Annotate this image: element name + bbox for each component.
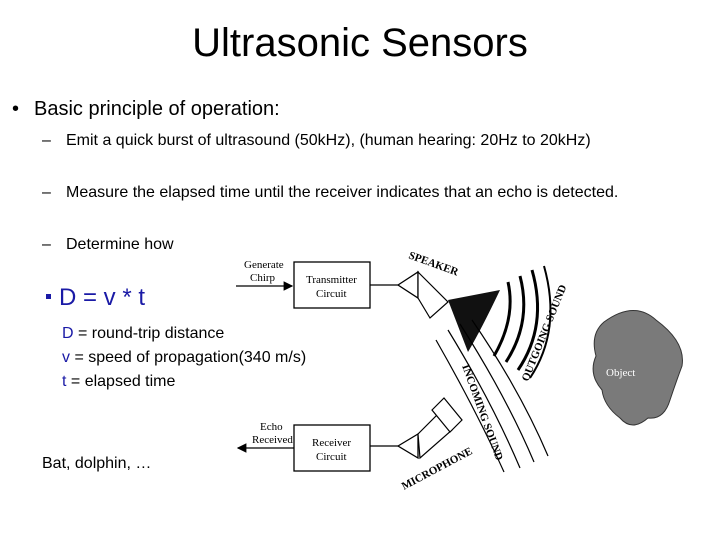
transmitter-circuit-label: Circuit (316, 288, 347, 300)
definition-row: v = speed of propagation(340 m/s) (62, 346, 306, 370)
generate-label: Generate (244, 259, 284, 271)
definition-text: = speed of propagation(340 m/s) (70, 349, 307, 366)
sub-bullet-text: Determine how (66, 236, 174, 253)
formula: D = v * t (46, 283, 145, 313)
incoming-wave (447, 329, 521, 469)
sub-bullet: – Emit a quick burst of ultrasound (50kH… (42, 130, 682, 152)
receiver-circuit-label: Circuit (316, 451, 347, 463)
sub-bullet-text: Measure the elapsed time until the recei… (66, 184, 619, 201)
definition-var: v (62, 349, 70, 366)
transmitter-box (293, 261, 371, 309)
definition-var: D (62, 325, 74, 342)
sub-bullet-marker: – (42, 132, 51, 149)
speaker-driver-icon (396, 270, 419, 300)
sub-bullet: – Determine how (42, 234, 682, 256)
incoming-wave (459, 323, 535, 463)
receiver-box (293, 424, 371, 472)
outgoing-wave (492, 281, 512, 357)
formula-text: D = v * t (59, 284, 146, 311)
incoming-wave (471, 319, 549, 457)
received-label: Received (252, 434, 293, 446)
sub-bullet-marker: – (42, 236, 51, 253)
sub-bullet-marker: – (42, 184, 51, 201)
sub-bullet: – Measure the elapsed time until the rec… (42, 182, 682, 204)
speaker-cone-icon (448, 290, 500, 352)
definitions: D = round-trip distance v = speed of pro… (62, 322, 306, 394)
receiver-label: Receiver (312, 437, 351, 449)
object-label: Object (606, 367, 635, 379)
square-bullet-icon (46, 294, 51, 300)
incoming-wave (435, 339, 505, 473)
main-bullet-text: Basic principle of operation: (34, 98, 280, 120)
transmitter-label: Transmitter (306, 274, 357, 286)
outgoing-label: OUTGOING SOUND (520, 283, 570, 383)
slide-title: Ultrasonic Sensors (192, 21, 528, 65)
echo-label: Echo (260, 421, 283, 433)
outgoing-wave (529, 265, 552, 379)
microphone-driver-icon (396, 432, 419, 460)
definition-text: = elapsed time (66, 373, 176, 390)
definition-var: t (62, 373, 67, 390)
sub-bullet-text: Emit a quick burst of ultrasound (50kHz)… (66, 132, 591, 149)
outgoing-wave (504, 275, 526, 363)
definition-row: D = round-trip distance (62, 322, 306, 346)
chirp-label: Chirp (250, 272, 276, 284)
outgoing-wave (516, 269, 540, 371)
definition-text: = round-trip distance (73, 325, 225, 342)
speaker-body-icon (417, 270, 449, 319)
examples-note: Bat, dolphin, … (42, 455, 152, 472)
object-icon (592, 310, 683, 426)
definition-row: t = elapsed time (62, 370, 306, 394)
main-bullet: • Basic principle of operation: (12, 96, 280, 122)
microphone-head-icon (431, 397, 463, 433)
bullet-marker: • (12, 98, 20, 120)
